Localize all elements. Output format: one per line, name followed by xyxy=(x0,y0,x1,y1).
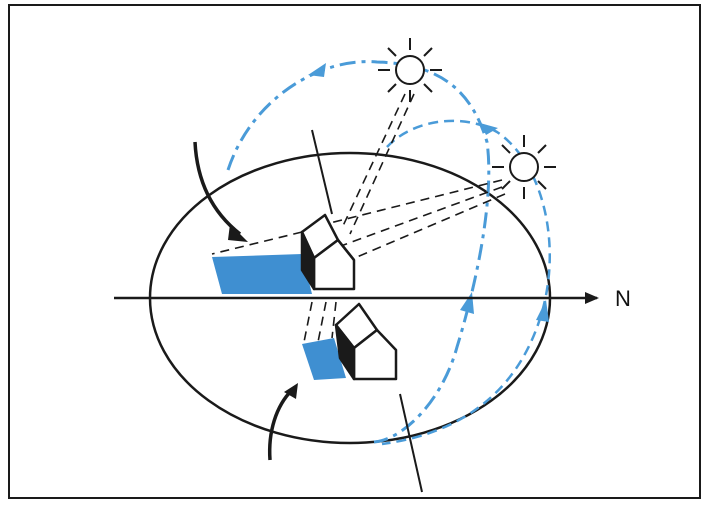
upper-arrow-head-icon xyxy=(228,224,248,242)
lower-house-icon xyxy=(336,304,396,379)
summer-sun-path xyxy=(228,62,489,442)
summer-path-return-arrow-icon xyxy=(460,292,474,314)
lower-vertical-line xyxy=(400,394,422,492)
upper-vertical-line xyxy=(312,130,332,214)
diagram-frame: N xyxy=(8,4,701,499)
upper-house-icon xyxy=(302,215,354,289)
lower-curved-arrow-icon xyxy=(270,390,292,460)
high-sun-icon xyxy=(378,38,442,102)
north-label: N xyxy=(615,286,631,311)
winter-path-return-arrow-icon xyxy=(536,300,549,322)
low-sun-icon xyxy=(492,135,556,199)
upper-shadow xyxy=(212,254,312,294)
lower-shadow-lines xyxy=(304,302,336,342)
summer-path-arrow-icon xyxy=(308,63,326,77)
sun-path-diagram: N xyxy=(10,6,703,501)
